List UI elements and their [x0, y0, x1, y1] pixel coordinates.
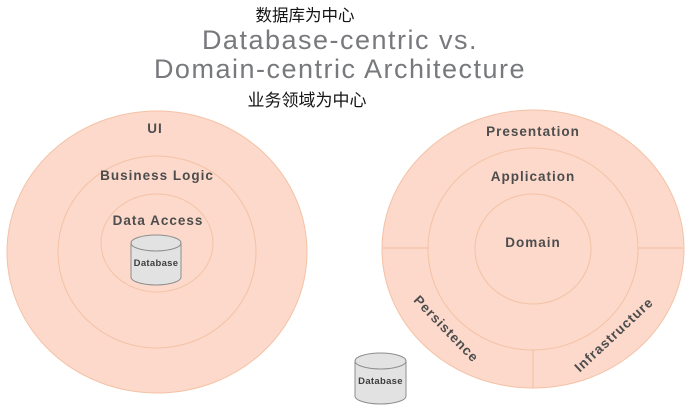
database-cylinder-body — [130, 243, 182, 286]
caption-domain-centric-cn: 业务领域为中心 — [247, 91, 367, 110]
left-layer-label-ui: UI — [147, 121, 163, 136]
external-database-cylinder-icon: Database — [354, 352, 407, 405]
page-title: Database-centric vs. Domain-centric Arch… — [40, 26, 640, 84]
external-database-cylinder-top — [354, 352, 407, 370]
page-title-line1: Database-centric vs. — [201, 25, 479, 55]
page-title-line2: Domain-centric Architecture — [153, 54, 527, 84]
caption-database-centric-cn: 数据库为中心 — [255, 7, 355, 25]
right-layer-label-application: Application — [491, 169, 576, 184]
left-layer-label-data-access: Data Access — [113, 213, 204, 228]
domain-centric-diagram: Presentation Application Domain Persiste… — [354, 109, 685, 405]
right-inner-circle-domain — [474, 193, 592, 305]
database-cylinder-icon: Database — [130, 234, 182, 286]
right-layer-label-domain: Domain — [505, 235, 561, 250]
external-database-cylinder-body — [354, 361, 407, 405]
database-centric-diagram: UI Business Logic Data Access Database — [6, 110, 308, 394]
right-layer-label-presentation: Presentation — [486, 124, 580, 139]
database-cylinder-top — [130, 234, 182, 252]
left-database-label: Database — [134, 258, 179, 269]
left-layer-label-business-logic: Business Logic — [100, 168, 214, 183]
right-database-label: Database — [358, 376, 403, 387]
